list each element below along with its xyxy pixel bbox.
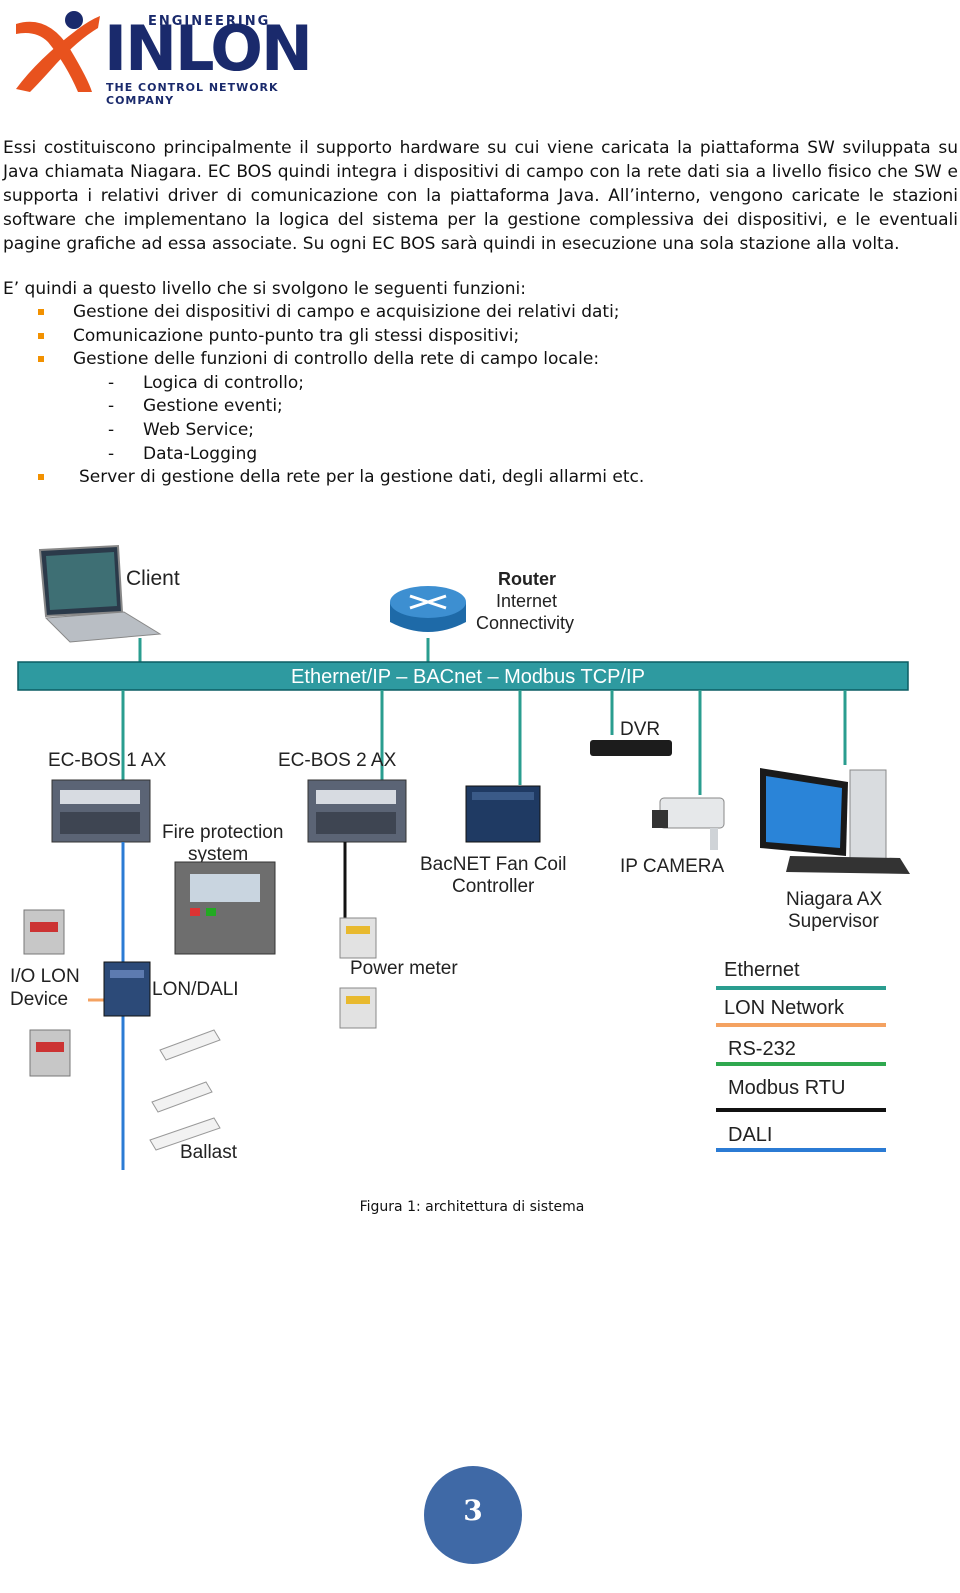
architecture-diagram: Client Router Internet Connectivity Ethe…	[10, 544, 910, 1170]
legend-label: DALI	[728, 1124, 772, 1146]
sub-list-item: -Data-Logging	[108, 443, 258, 464]
bacnet-label-1: BacNET Fan Coil	[420, 854, 566, 875]
internet-label: Internet	[496, 591, 557, 611]
dvr-label: DVR	[620, 719, 660, 740]
ballast-label: Ballast	[180, 1142, 238, 1163]
ecbos1-label: EC-BOS 1 AX	[48, 750, 167, 771]
ec-bos-1-controller-icon	[51, 779, 151, 843]
sub-list-item: -Gestione eventi;	[108, 396, 283, 417]
logo-tagline: THE CONTROL NETWORK COMPANY	[106, 81, 279, 107]
client-label: Client	[126, 567, 180, 590]
legend: Ethernet LON Network RS-232 Modbus RTU D…	[716, 959, 886, 1152]
bullet-icon	[38, 309, 44, 315]
ec-bos-2-controller-icon	[307, 779, 407, 843]
io-lon-device-icon	[23, 909, 65, 955]
page-number-badge	[424, 1466, 522, 1564]
niagara-label-2: Supervisor	[788, 911, 879, 932]
legend-label: RS-232	[728, 1038, 796, 1060]
fire-label-2: system	[188, 844, 248, 865]
power-meter-icon	[339, 917, 377, 959]
connectivity-label: Connectivity	[476, 613, 574, 633]
legend-label: LON Network	[724, 997, 845, 1019]
bacnet-label-2: Controller	[452, 876, 535, 897]
fire-panel-icon	[174, 861, 276, 955]
sub-list-item: -Web Service;	[108, 419, 255, 440]
lon-dali-gateway-icon	[103, 961, 151, 1017]
list-item: Gestione dei dispositivi di campo e acqu…	[0, 301, 644, 325]
legend-label: Ethernet	[724, 959, 800, 981]
router-icon	[390, 586, 466, 632]
niagara-label-1: Niagara AX	[786, 889, 882, 910]
ipcam-label: IP CAMERA	[620, 856, 725, 877]
workstation-icon	[760, 768, 910, 874]
ethernet-bus	[17, 661, 909, 691]
logo-engineering: ENGINEERING	[148, 14, 271, 29]
dvr-icon	[590, 740, 672, 756]
fan-coil-controller-icon	[465, 785, 541, 843]
page-number: 3	[463, 1494, 483, 1527]
logo-wordmark: INLON	[104, 12, 313, 85]
io-lon-device-icon	[29, 1029, 71, 1077]
sub-list: -Logica di controllo; -Gestione eventi; …	[73, 372, 644, 466]
iolon-label-2: Device	[10, 989, 68, 1010]
list-item: Gestione delle funzioni di controllo del…	[0, 348, 644, 466]
body-paragraph: Essi costituiscono principalmente il sup…	[3, 138, 958, 254]
iolon-label-1: I/O LON	[10, 966, 80, 987]
fire-label-1: Fire protection	[162, 822, 283, 843]
legend-label: Modbus RTU	[728, 1077, 845, 1099]
company-logo: ENGINEERING INLON THE CONTROL NETWORK CO…	[8, 4, 313, 107]
list-item: Comunicazione punto-punto tra gli stessi…	[0, 325, 644, 349]
ip-camera-icon	[652, 797, 725, 850]
sub-list-item: -Logica di controllo;	[108, 372, 304, 393]
ecbos2-label: EC-BOS 2 AX	[278, 750, 397, 771]
bullet-icon	[38, 332, 44, 339]
power-meter-icon	[339, 987, 377, 1029]
bus-label: Ethernet/IP – BACnet – Modbus TCP/IP	[291, 666, 645, 688]
ballast-icon	[149, 1029, 221, 1151]
figure-caption: Figura 1: architettura di sistema	[359, 1199, 585, 1215]
bullet-icon	[38, 356, 44, 363]
laptop-icon	[38, 544, 162, 643]
functions-list: Gestione dei dispositivi di campo e acqu…	[0, 301, 644, 490]
functions-intro: E’ quindi a questo livello che si svolgo…	[3, 279, 526, 299]
logo-x-mark-icon	[16, 11, 100, 92]
router-label: Router	[498, 569, 556, 589]
londali-label: LON/DALI	[152, 979, 239, 1000]
power-label: Power meter	[350, 958, 458, 979]
bullet-icon	[38, 474, 44, 481]
list-item: Server di gestione della rete per la ges…	[0, 466, 644, 490]
